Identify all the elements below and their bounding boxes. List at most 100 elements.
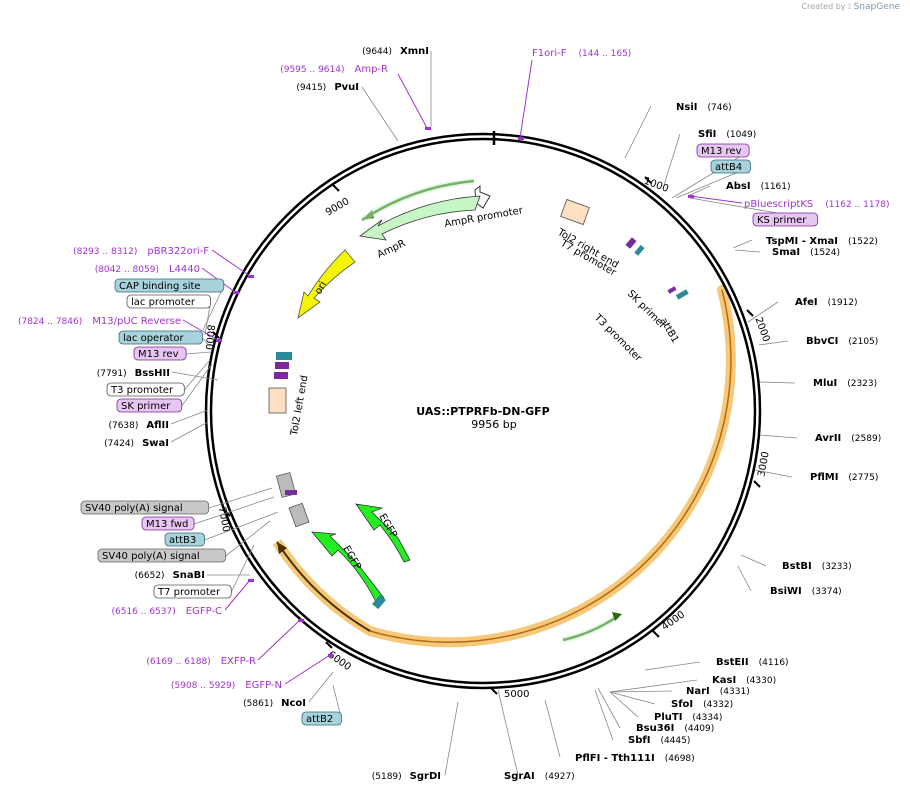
enzyme-label[interactable]: NsiI(746) bbox=[676, 102, 732, 113]
ampr-arrow[interactable] bbox=[358, 195, 481, 241]
enzyme-label[interactable]: PluTI(4334) bbox=[654, 712, 722, 723]
primer-label[interactable]: (9595 .. 9614)Amp-R bbox=[280, 64, 388, 75]
feature-box-label[interactable]: lac promoter bbox=[126, 294, 211, 309]
primer-label[interactable]: (8293 .. 8312)pBR322ori-F bbox=[73, 246, 209, 257]
enzyme-label[interactable]: NarI(4331) bbox=[686, 686, 750, 697]
primer-name: M13/pUC Reverse bbox=[92, 316, 181, 327]
feature-box-label[interactable]: M13 rev bbox=[133, 346, 187, 361]
enzyme-position: (3374) bbox=[812, 587, 842, 597]
enzyme-position: (7638) bbox=[108, 421, 138, 431]
feature-label: T3 promoter bbox=[591, 312, 644, 365]
enzyme-label[interactable]: (9415)PvuI bbox=[296, 82, 359, 93]
box-background bbox=[141, 516, 195, 531]
primer-label[interactable]: F1ori-F(144 .. 165) bbox=[532, 48, 631, 59]
enzyme-position: (1522) bbox=[848, 237, 878, 247]
enzyme-position: (3233) bbox=[822, 562, 852, 572]
feature-label: AmpR bbox=[376, 238, 408, 261]
enzyme-label[interactable]: SfiI(1049) bbox=[698, 129, 756, 140]
enzyme-label[interactable]: (6652)SnaBI bbox=[135, 570, 205, 581]
feature-box-label[interactable]: attB3 bbox=[164, 532, 205, 547]
tol2-left-end-box[interactable] bbox=[268, 387, 287, 414]
enzyme-label[interactable]: (5189)SgrDI bbox=[372, 771, 441, 782]
ori-arrow[interactable] bbox=[297, 249, 356, 319]
enzyme-label[interactable]: MluI(2323) bbox=[813, 378, 877, 389]
primer-leader-line bbox=[257, 619, 301, 661]
enzyme-name: BstEII bbox=[716, 657, 749, 668]
enzyme-leader-line bbox=[594, 689, 614, 741]
enzyme-label[interactable]: BstBI(3233) bbox=[782, 561, 852, 572]
box-leader-line bbox=[208, 487, 273, 509]
enzyme-position: (4331) bbox=[720, 687, 750, 697]
plasmid-length: 9956 bp bbox=[471, 418, 516, 431]
primer-label[interactable]: (8042 .. 8059)L4440 bbox=[95, 264, 200, 275]
box-background bbox=[126, 294, 211, 309]
left-purple-mark-2 bbox=[274, 372, 288, 379]
attb1-mark bbox=[675, 289, 689, 300]
enzyme-position: (4445) bbox=[660, 736, 690, 746]
enzyme-label[interactable]: (7424)SwaI bbox=[104, 438, 169, 449]
primer-label[interactable]: (6169 .. 6188)EXFP-R bbox=[146, 656, 256, 667]
enzyme-position: (5861) bbox=[243, 699, 273, 709]
enzyme-label[interactable]: PflMI(2775) bbox=[810, 472, 878, 483]
enzyme-leader-line bbox=[171, 371, 219, 381]
feature-box-label[interactable]: SV40 poly(A) signal bbox=[97, 548, 227, 563]
sv40-polya-box-2[interactable] bbox=[288, 502, 310, 528]
enzyme-label[interactable]: (5861)NcoI bbox=[243, 698, 306, 709]
enzyme-name: SnaBI bbox=[173, 570, 205, 581]
enzyme-label[interactable]: TspMI - XmaI(1522) bbox=[766, 236, 878, 247]
enzyme-position: (4409) bbox=[684, 724, 714, 734]
enzyme-leader-line bbox=[737, 565, 752, 592]
feature-box-label[interactable]: T3 promoter bbox=[106, 382, 185, 397]
feature-box-label[interactable]: attB4 bbox=[710, 159, 751, 174]
enzyme-label[interactable]: BbvCI(2105) bbox=[806, 336, 878, 347]
feature-box-label[interactable]: KS primer bbox=[752, 212, 819, 227]
primer-label[interactable]: (6516 .. 6537)EGFP-C bbox=[111, 606, 222, 617]
primer-label[interactable]: (7824 .. 7846)M13/pUC Reverse bbox=[18, 316, 181, 327]
feature-box-label[interactable]: CAP binding site bbox=[114, 278, 225, 293]
enzyme-label[interactable]: BsiWI(3374) bbox=[770, 586, 842, 597]
egfp-arrow-1[interactable] bbox=[355, 503, 411, 563]
primer-label[interactable]: pBluescriptKS(1162 .. 1178) bbox=[744, 199, 890, 210]
tol2-right-end-box[interactable] bbox=[560, 198, 590, 226]
feature-box-label[interactable]: M13 fwd bbox=[141, 516, 195, 531]
feature-box-label[interactable]: SK primer bbox=[116, 398, 183, 413]
enzyme-label[interactable]: SbfI(4445) bbox=[628, 735, 690, 746]
box-text: M13 rev bbox=[701, 146, 742, 157]
enzyme-label[interactable]: (7638)AflII bbox=[108, 420, 169, 431]
sk-primer-mark bbox=[667, 286, 677, 294]
box-background bbox=[116, 398, 183, 413]
box-leader-line bbox=[204, 301, 211, 336]
enzyme-position: (7424) bbox=[104, 439, 134, 449]
enzyme-label[interactable]: KasI(4330) bbox=[712, 675, 776, 686]
feature-box-label[interactable]: lac operator bbox=[118, 330, 203, 345]
feature-box-label[interactable]: T7 promoter bbox=[153, 584, 232, 599]
enzyme-label[interactable]: SgrAI(4927) bbox=[504, 771, 575, 782]
enzyme-position: (5189) bbox=[372, 772, 402, 782]
enzyme-leader-line bbox=[609, 691, 656, 705]
enzyme-label[interactable]: (7791)BssHII bbox=[97, 368, 170, 379]
box-background bbox=[97, 548, 227, 563]
tick-label: 9000 bbox=[324, 196, 352, 218]
tick-mark bbox=[652, 630, 660, 638]
tick-mark bbox=[753, 480, 761, 488]
feature-box-label[interactable]: attB2 bbox=[301, 711, 342, 726]
enzyme-label[interactable]: PflFI - Tth111I(4698) bbox=[575, 753, 695, 764]
feature-box-label[interactable]: SV40 poly(A) signal bbox=[80, 500, 210, 515]
primer-position: (144 .. 165) bbox=[578, 49, 631, 59]
primer-label[interactable]: (5908 .. 5929)EGFP-N bbox=[171, 680, 282, 691]
enzyme-label[interactable]: (9644)XmnI bbox=[362, 46, 429, 57]
enzyme-position: (1524) bbox=[810, 248, 840, 258]
bottom-green-head bbox=[612, 612, 622, 621]
enzyme-label[interactable]: AfeI(1912) bbox=[795, 297, 858, 308]
enzyme-label[interactable]: SfoI(4332) bbox=[671, 699, 733, 710]
orange-arrow-head bbox=[277, 542, 287, 554]
feature-box-label[interactable]: M13 rev bbox=[696, 143, 750, 158]
enzyme-label[interactable]: AvrII(2589) bbox=[815, 433, 881, 444]
enzyme-label[interactable]: AbsI(1161) bbox=[726, 181, 791, 192]
enzyme-name: PluTI bbox=[654, 712, 682, 723]
enzyme-label[interactable]: SmaI(1524) bbox=[772, 247, 840, 258]
box-text: SK primer bbox=[121, 401, 171, 412]
enzyme-label[interactable]: BstEII(4116) bbox=[716, 657, 789, 668]
enzyme-label[interactable]: Bsu36I(4409) bbox=[636, 723, 714, 734]
box-text: attB3 bbox=[169, 535, 196, 546]
